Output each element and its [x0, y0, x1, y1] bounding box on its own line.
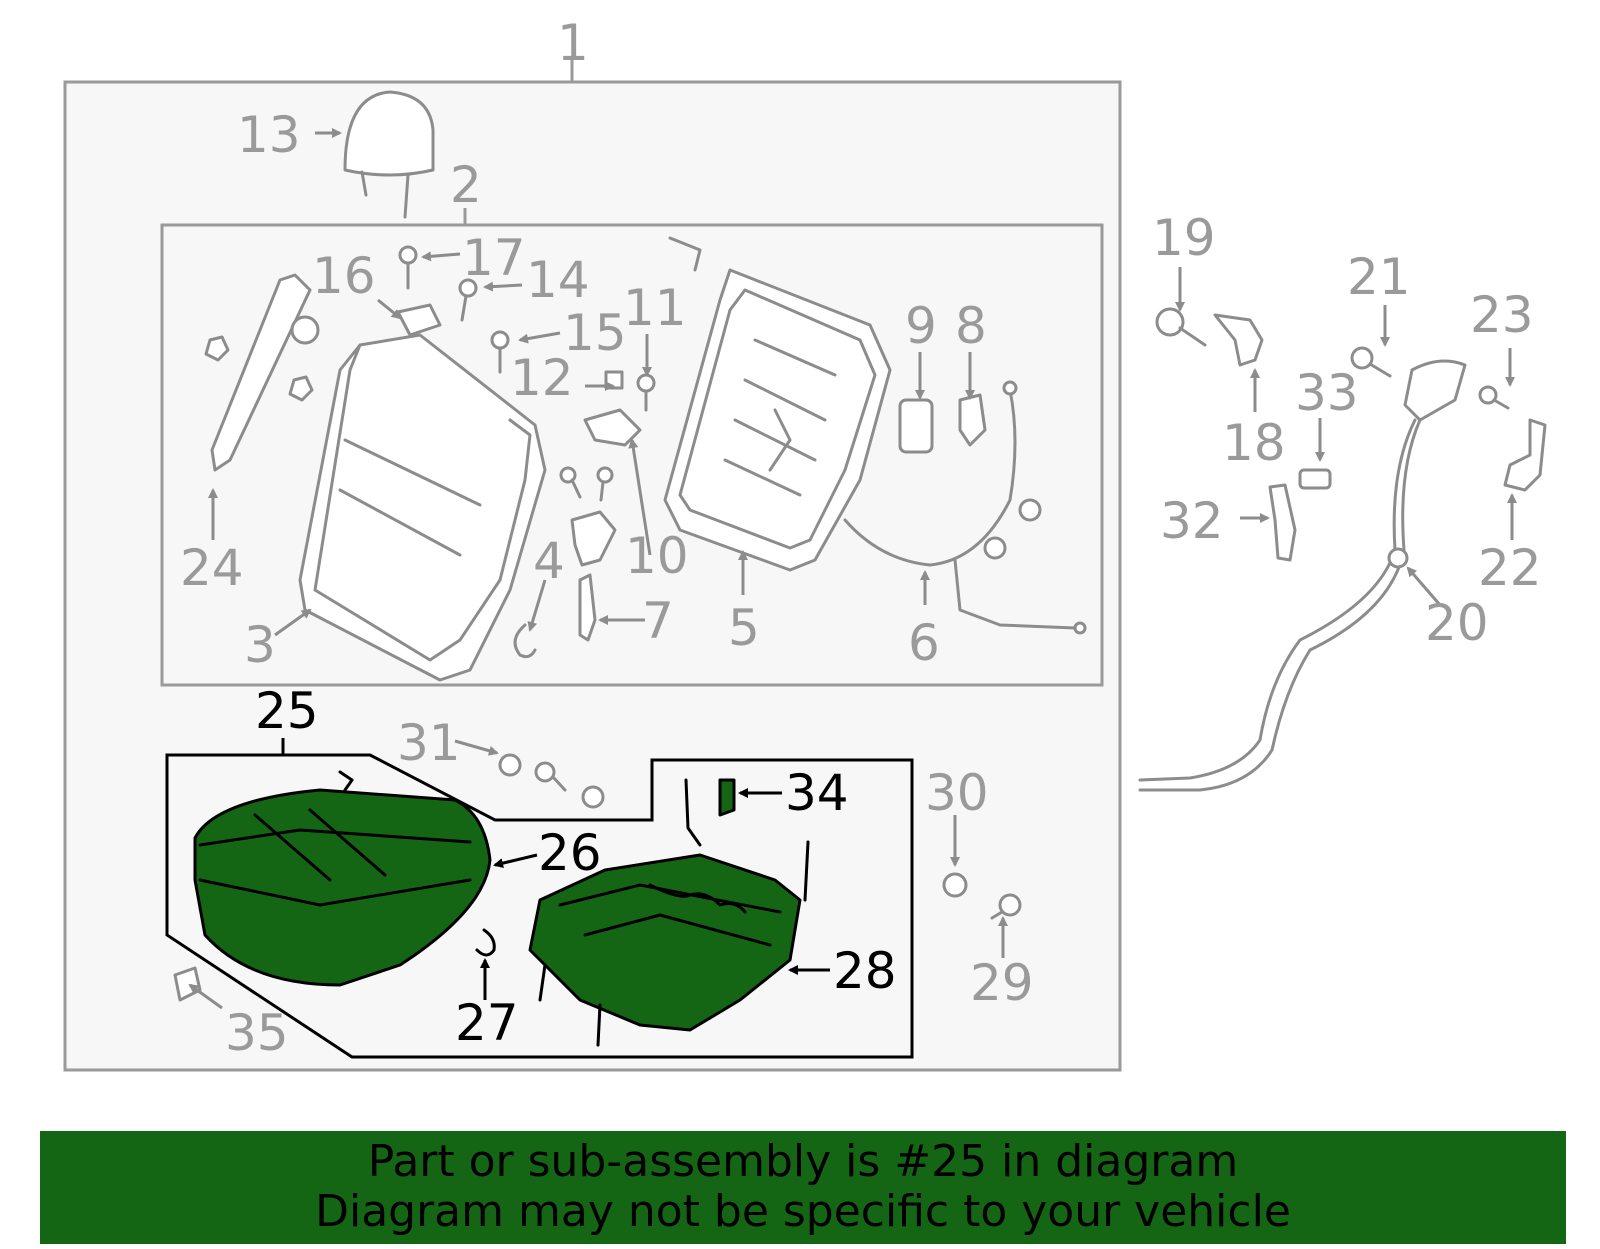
callout-16: 16 — [312, 247, 376, 305]
callout-19: 19 — [1152, 209, 1216, 267]
callout-9: 9 — [905, 297, 937, 355]
callout-6: 6 — [908, 614, 940, 672]
callout-1: 1 — [557, 14, 589, 72]
callout-arrows — [188, 128, 1517, 1010]
callout-15: 15 — [563, 304, 627, 362]
seatback-frame-part — [663, 236, 892, 572]
callout-21: 21 — [1347, 248, 1411, 306]
callout-3: 3 — [244, 616, 276, 674]
headrest-part — [343, 90, 435, 219]
callout-25: 25 — [255, 682, 319, 740]
callout-34: 34 — [785, 764, 849, 822]
callout-8: 8 — [955, 297, 987, 355]
callout-30: 30 — [925, 764, 989, 822]
callout-5: 5 — [728, 599, 760, 657]
cable-part — [843, 380, 1087, 635]
parts-diagram: 1 2 3 4 5 6 7 8 9 10 11 12 13 14 15 16 1… — [63, 14, 1547, 1072]
callout-10: 10 — [625, 527, 689, 585]
callout-labels: 1 2 3 4 5 6 7 8 9 10 11 12 13 14 15 16 1… — [180, 14, 1542, 1062]
banner-line-1: Part or sub-assembly is #25 in diagram — [367, 1136, 1239, 1187]
callout-12: 12 — [510, 349, 574, 407]
callout-33: 33 — [1295, 364, 1359, 422]
callout-27: 27 — [455, 994, 519, 1052]
belt-part — [204, 273, 320, 472]
callout-29: 29 — [970, 954, 1034, 1012]
callout-26: 26 — [538, 824, 602, 882]
callout-7: 7 — [642, 592, 674, 650]
callout-32: 32 — [1160, 492, 1224, 550]
small-parts-cushion — [173, 753, 1022, 1002]
seatback-cover-part — [298, 333, 547, 682]
callout-4: 4 — [533, 532, 565, 590]
callout-11: 11 — [623, 279, 687, 337]
cushion-frame-part-28 — [475, 778, 810, 1047]
callout-13: 13 — [237, 106, 301, 164]
callout-2: 2 — [450, 156, 482, 214]
callout-24: 24 — [180, 539, 244, 597]
callout-31: 31 — [397, 714, 461, 772]
callout-14: 14 — [526, 251, 590, 309]
callout-18: 18 — [1222, 414, 1286, 472]
callout-35: 35 — [225, 1004, 289, 1062]
cushion-part-26 — [193, 770, 492, 987]
callout-28: 28 — [833, 942, 897, 1000]
callout-17: 17 — [462, 229, 526, 287]
banner-line-2: Diagram may not be specific to your vehi… — [315, 1186, 1291, 1237]
callout-23: 23 — [1470, 286, 1534, 344]
callout-20: 20 — [1425, 594, 1489, 652]
right-side-parts — [1138, 307, 1547, 792]
callout-22: 22 — [1478, 539, 1542, 597]
small-parts-back — [396, 245, 1042, 659]
info-banner: Part or sub-assembly is #25 in diagram D… — [40, 1131, 1566, 1244]
